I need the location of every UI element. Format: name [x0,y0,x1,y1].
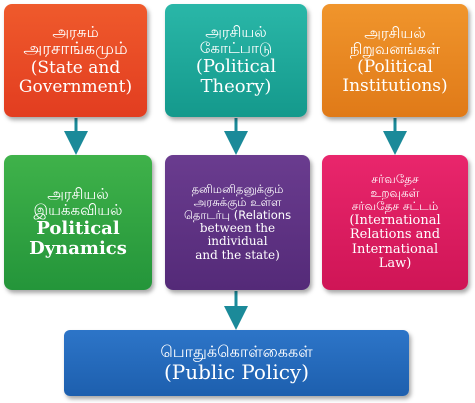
policy-en-line-1: (Public Policy) [163,359,310,384]
state-ta-line-1: அரசும் [52,22,99,41]
box-public-policy: பொதுக்கொள்கைகள் (Public Policy) [64,330,409,396]
institutions-en-line-1: (Political [357,57,433,78]
state-en-line-1: (State and [30,58,121,79]
institutions-ta-line-1: அரசியல் [364,23,426,42]
dynamics-en-line-2: Dynamics [29,238,127,260]
dynamics-ta-line-2: இயக்கவியல் [33,201,123,220]
international-en-line-2: Relations and [349,227,441,243]
state-ta-line-2: அரசாங்கமும் [23,39,128,60]
international-ta-line-2: உறவுகள் [370,185,420,200]
relations-en-line-1: between the [199,220,276,235]
relations-ta-line-3: தொடர்பு (Relations [183,207,292,222]
theory-en-line-1: (Political [195,56,277,78]
box-individual-state-relations: தனிமனிதனுக்கும் அரசுக்கும் உள்ள தொடர்பு … [165,155,310,290]
international-en-line-4: Law) [378,256,412,272]
international-ta-line-3: சர்வதேச சட்டம் [351,199,439,214]
relations-ta-line-2: அரசுக்கும் உள்ள [193,194,282,209]
policy-ta-line-1: பொதுக்கொள்கைகள் [160,341,313,361]
relations-en-line-2: individual [207,234,268,249]
international-ta-line-1: சர்வதேச [371,172,419,187]
relations-ta-line-1: தனிமனிதனுக்கும் [191,182,284,197]
dynamics-ta-line-1: அரசியல் [47,184,109,203]
relations-en-line-3: and the state) [195,247,280,262]
theory-ta-line-1: அரசியல் [205,22,267,41]
international-en-line-3: International [351,241,439,257]
box-state-and-government: அரசும் அரசாங்கமும் (State and Government… [4,4,147,117]
institutions-ta-line-2: நிறுவனங்கள் [349,40,441,59]
box-political-theory: அரசியல் கோட்பாடு (Political Theory) [165,4,307,117]
box-political-institutions: அரசியல் நிறுவனங்கள் (Political Instituti… [322,4,468,117]
state-en-line-2: Government) [18,77,133,98]
theory-ta-line-2: கோட்பாடு [199,39,273,58]
box-political-dynamics: அரசியல் இயக்கவியல் Political Dynamics [4,155,152,290]
institutions-en-line-2: Institutions) [342,76,448,97]
theory-en-line-2: Theory) [200,76,272,98]
international-en-line-1: (International [349,212,441,228]
box-international-relations-law: சர்வதேச உறவுகள் சர்வதேச சட்டம் (Internat… [322,155,468,290]
dynamics-en-line-1: Political [36,218,120,240]
